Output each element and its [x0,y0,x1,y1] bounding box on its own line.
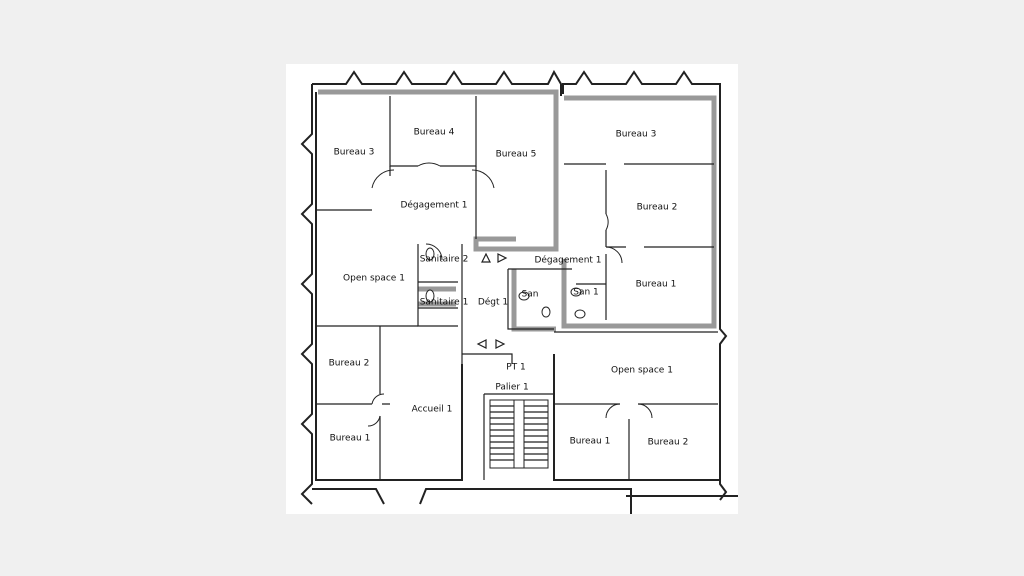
circulation-arrows [476,252,508,349]
exterior-walls [300,69,738,514]
door-arc [367,415,381,427]
door-arc [371,169,395,189]
floor-plan-sheet: Bureau 3 Bureau 4 Bureau 5 Dégagement 1 … [286,64,738,514]
room-label-accueil-1: Accueil 1 [412,405,453,415]
stairwell [489,399,549,469]
room-label-sanitaire-1: Sanitaire 1 [420,298,469,308]
room-label-bureau-2-bottom: Bureau 2 [648,438,689,448]
room-label-san-1: San 1 [573,288,599,298]
arrow-left-icon [476,339,487,349]
room-label-bureau-3-right: Bureau 3 [616,130,657,140]
door-arc [471,169,495,189]
room-label-bureau-1-bottom: Bureau 1 [570,437,611,447]
room-label-sanitaire-2: Sanitaire 2 [420,255,469,265]
room-label-bureau-5: Bureau 5 [496,150,537,160]
door-arc [417,162,441,167]
toilet-fixture [574,309,586,319]
interior-walls [316,96,718,480]
arrow-right-icon [497,253,508,263]
room-label-bureau-4: Bureau 4 [414,128,455,138]
doors [367,162,653,427]
room-label-bureau-1-left: Bureau 1 [330,434,371,444]
door-arc [605,213,609,231]
room-label-bureau-2-right: Bureau 2 [637,203,678,213]
arrow-up-icon [481,252,491,263]
room-label-open-space-1-left: Open space 1 [343,274,405,284]
room-label-degagement-1-right: Dégagement 1 [534,255,601,266]
floor-plan-drawing: Bureau 3 Bureau 4 Bureau 5 Dégagement 1 … [300,69,738,514]
room-label-pt-1: PT 1 [506,363,526,373]
toilet-fixture [425,247,435,261]
arrow-right-icon [495,339,506,349]
sanitary-fixtures [425,247,586,319]
door-arc [605,403,621,419]
room-label-degagement-1-left: Dégagement 1 [400,200,467,211]
room-label-bureau-3-left: Bureau 3 [334,148,375,158]
room-labels: Bureau 3 Bureau 4 Bureau 5 Dégagement 1 … [329,128,689,448]
room-label-open-space-1-right: Open space 1 [611,366,673,376]
room-label-degt-1: Dégt 1 [478,297,508,308]
door-arc [605,246,623,264]
door-arc [371,393,385,405]
room-label-san-left: San [522,290,539,300]
toilet-fixture [425,289,435,303]
door-arc [425,243,443,261]
toilet-fixture [541,306,551,318]
toilet-fixture [518,291,530,301]
toilet-fixture [570,287,582,297]
room-label-bureau-1-right: Bureau 1 [636,280,677,290]
room-label-palier-1: Palier 1 [495,383,528,393]
room-label-bureau-2-left: Bureau 2 [329,359,370,369]
door-arc [637,403,653,419]
